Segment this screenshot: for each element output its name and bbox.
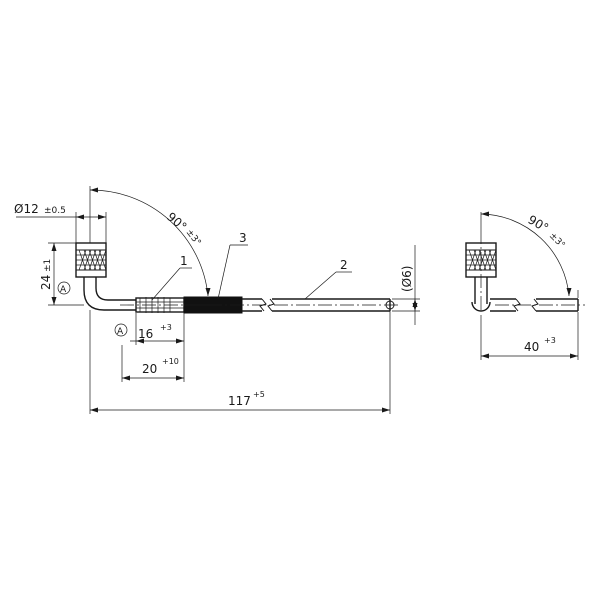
datum-a-lower: A xyxy=(114,323,128,337)
dim-l40-value: 40 xyxy=(524,340,539,354)
fitting-nut xyxy=(75,242,107,278)
dim-d6-value: (Ø6) xyxy=(400,266,414,292)
svg-text:2: 2 xyxy=(340,258,348,272)
dim-l40: 40 +3 xyxy=(480,312,579,360)
dim-l117-value: 117 xyxy=(228,394,251,408)
datum-a-left: A xyxy=(57,281,71,295)
cable xyxy=(120,298,400,312)
dim-d12-tolerance: ±0.5 xyxy=(44,206,66,216)
dim-d6: (Ø6) xyxy=(392,245,420,325)
dim-l16-value: 16 xyxy=(138,327,153,341)
dim-l20: 20 +10 xyxy=(121,345,185,382)
dim-angle-left: 90° ±3° xyxy=(89,186,212,306)
callout-2: 2 xyxy=(304,258,352,300)
dim-d12-value: Ø12 xyxy=(14,202,39,216)
dim-l20-tolerance: +10 xyxy=(162,357,179,366)
dim-h24: 24 ±1 xyxy=(39,242,84,306)
dim-l16: 16 +3 xyxy=(130,313,185,345)
dim-angle-left-tolerance: ±3° xyxy=(184,228,203,248)
dim-angle-left-value: 90° xyxy=(164,210,189,234)
side-view-nut xyxy=(465,230,497,312)
dim-l117: 117 +5 xyxy=(89,310,391,414)
dim-h24-value: 24 xyxy=(39,275,53,290)
dim-l117-tolerance: +5 xyxy=(253,390,265,399)
dim-l40-tolerance: +3 xyxy=(544,336,556,345)
side-view-cable xyxy=(490,298,585,312)
dim-h24-tolerance: ±1 xyxy=(43,259,53,272)
bent-tube xyxy=(83,277,136,311)
callout-1: 1 xyxy=(151,254,192,301)
dim-l16-tolerance: +3 xyxy=(160,323,172,332)
callout-3: 3 xyxy=(217,231,248,300)
dim-angle-right-value: 90° xyxy=(526,212,551,235)
dim-l20-value: 20 xyxy=(142,362,157,376)
dim-d12: Ø12 ±0.5 xyxy=(14,202,107,243)
svg-text:A: A xyxy=(60,285,67,295)
svg-text:3: 3 xyxy=(239,231,247,245)
svg-text:1: 1 xyxy=(180,254,188,268)
svg-text:A: A xyxy=(117,327,124,337)
